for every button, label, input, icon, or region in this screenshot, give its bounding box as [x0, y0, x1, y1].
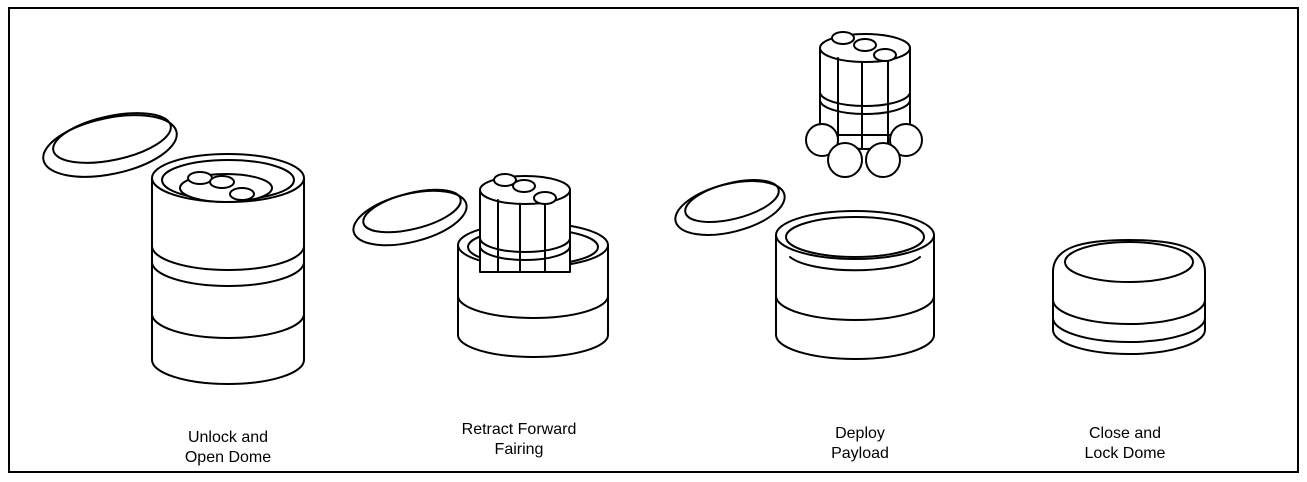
step1-caption: Unlock and Open Dome [128, 428, 328, 468]
step4-caption: Close and Lock Dome [1025, 424, 1225, 464]
step2-caption-line1: Retract Forward [461, 421, 577, 438]
step3-payload-deployed [805, 31, 923, 178]
step3-dome-lid [674, 179, 786, 236]
step4-caption-line2: Lock Dome [1084, 445, 1166, 462]
step2-dome-lid [352, 188, 468, 247]
step1-caption-line2: Open Dome [184, 449, 272, 466]
step3-canister-empty [674, 179, 935, 360]
step3-caption-line2: Payload [831, 445, 889, 462]
step3-caption: Deploy Payload [760, 424, 960, 464]
step2-caption: Retract Forward Fairing [419, 420, 619, 460]
step1-caption-line1: Unlock and [187, 429, 269, 446]
step2-caption-line2: Fairing [494, 441, 544, 458]
step1-dome-lid [42, 112, 178, 178]
step4-canister-closed [1052, 239, 1206, 355]
step2-canister-fairing [352, 173, 609, 358]
step1-canister-open [42, 112, 305, 385]
step3-caption-line1: Deploy [835, 425, 885, 442]
step4-caption-line1: Close and [1088, 425, 1162, 442]
